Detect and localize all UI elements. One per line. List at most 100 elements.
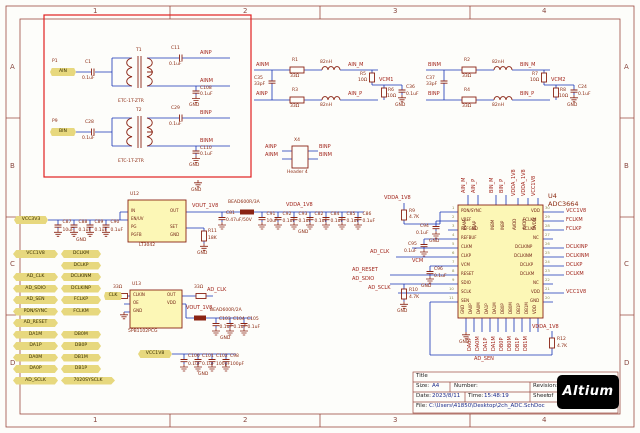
bigval-label: ADC3664 [548, 200, 579, 208]
gnd-label: GND [567, 103, 578, 108]
pin-label: INAP [471, 220, 477, 230]
pin-label: IN [131, 208, 136, 213]
port-7020sysclk[interactable]: 7020SYSCLK [61, 376, 115, 385]
des-label: C100 [188, 354, 200, 359]
net-label: BINM [319, 152, 332, 158]
port-dclkinm[interactable]: DCLKINM [61, 273, 101, 281]
num-label: 2 [452, 214, 455, 219]
val-label: 10Ω [559, 94, 569, 99]
gnd-label: GND [459, 340, 470, 345]
val-label: 10uF [266, 219, 278, 224]
val-label: 0.1uF [346, 219, 360, 224]
titleblock-date-value: 2023/8/11 [432, 393, 461, 399]
port-pdn-sync[interactable]: PDN/SYNC [13, 307, 58, 316]
num-label: 10 [449, 286, 454, 291]
port-fclkm[interactable]: FCLKM [61, 307, 101, 316]
val-label: 82nH [320, 60, 332, 65]
port-fclkp[interactable]: FCLKP [61, 296, 101, 304]
net-label: AD_RESET [352, 267, 378, 273]
zone-label: D [10, 359, 16, 367]
zone-label: C [624, 260, 629, 268]
des-label: C91 [266, 212, 276, 217]
des-label: U13 [132, 282, 142, 287]
net-label: BIN_P [498, 178, 505, 193]
net-label: BINM [200, 138, 213, 144]
des-label: C86 [362, 212, 372, 217]
net-label: DA1P [482, 337, 489, 351]
port-ad-sclk[interactable]: AD_SCLK [13, 376, 58, 385]
net-label: BINP [319, 144, 331, 150]
header-x4-body[interactable] [291, 145, 309, 169]
val-label: 0.1uF [247, 325, 261, 330]
port-ad-clk[interactable]: AD_CLK [13, 273, 58, 281]
val-label: 0.1uF [314, 219, 328, 224]
val-label: 10Ω [530, 78, 540, 83]
zone-label: 2 [243, 416, 248, 424]
val-label: 0.1uF [169, 62, 182, 67]
titleblock-time-label: Time: [468, 393, 484, 399]
des-label: C89 [94, 220, 104, 225]
pin-label: DCLKP [520, 262, 534, 267]
des-label: R4 [464, 88, 470, 93]
port-dclkinp[interactable]: DCLKINP [61, 284, 101, 293]
net-label: BIN_P [520, 91, 535, 97]
des-label: C98 [230, 354, 239, 359]
regulator-u12-body[interactable] [127, 199, 187, 243]
net-label: VCM2 [551, 77, 566, 83]
port-vcc1v8[interactable]: VCC1V8 [138, 350, 172, 358]
port-dclkp[interactable]: DCLKP [61, 261, 101, 270]
titleblock-sheet-label: Sheet [533, 393, 549, 399]
port-ain[interactable]: AIN [50, 68, 76, 76]
adc-u4-body[interactable] [457, 204, 544, 319]
net-label: DCLKINP [566, 244, 588, 250]
pin-label: SDIO [461, 280, 471, 285]
selection-highlight-box [43, 14, 252, 178]
pin-label: GND [530, 298, 540, 303]
pin-label: AVDD [511, 218, 517, 230]
net-label: VDDA_1V8 [532, 324, 559, 330]
pin-label: DB0M [507, 302, 513, 314]
port-db1p[interactable]: DB1P [61, 365, 101, 373]
net-label: AD_SDIO [352, 276, 375, 282]
val-label: BEAD600R/3A [228, 200, 260, 205]
des-label: T1 [136, 48, 142, 53]
port-da0p[interactable]: DA0P [13, 365, 58, 373]
port-vcc3v3[interactable]: VCC3V3 [14, 216, 48, 224]
zone-label: B [10, 162, 15, 170]
des-label: R5 [360, 72, 366, 77]
port-dclkm[interactable]: DCLKM [61, 250, 101, 258]
des-label: C94 [420, 224, 429, 229]
num-label: 26 [545, 241, 550, 246]
port-ad-sen[interactable]: AD_SEN [13, 296, 58, 304]
port-da1m[interactable]: DA1M [13, 330, 58, 339]
net-label: BINP [200, 110, 212, 116]
port-ad-reset[interactable]: AD_RESET [13, 319, 58, 327]
port-da0m[interactable]: DA0M [13, 353, 58, 362]
des-label: C87 [62, 220, 72, 225]
net-label: AIN_P [470, 178, 477, 193]
net-label: VDDA_1V8 [384, 195, 411, 201]
net-label: AD_CLK [370, 249, 390, 255]
port-bin[interactable]: BIN [50, 128, 76, 136]
num-label: 27 [545, 232, 550, 237]
val-label: 4.7K [409, 295, 420, 300]
port-db0p[interactable]: DB0P [61, 342, 101, 350]
port-da1p[interactable]: DA1P [13, 342, 58, 350]
port-ad-sdio[interactable]: AD_SDIO [13, 284, 58, 293]
num-label: 1 [452, 205, 455, 210]
pin-label: VDD [531, 305, 537, 314]
port-db0m[interactable]: DB0M [61, 330, 101, 339]
clock-buffer-u13-body[interactable] [129, 289, 183, 329]
des-label: C29 [171, 106, 180, 111]
val-label: 0.1uF [298, 219, 312, 224]
net-label: DB0M [506, 336, 513, 351]
port-db1m[interactable]: DB1M [61, 353, 101, 362]
des-label: R11 [208, 229, 217, 234]
des-label: C37 [426, 76, 435, 81]
val-label: 0.1uF [200, 152, 213, 157]
pin-label: OE [133, 300, 139, 305]
port-vcc1v8[interactable]: VCC1V8 [13, 250, 58, 258]
val-label: 33Ω [290, 74, 300, 79]
port-clk[interactable]: CLK [104, 292, 122, 300]
net-label: AD_CLK [207, 287, 227, 293]
